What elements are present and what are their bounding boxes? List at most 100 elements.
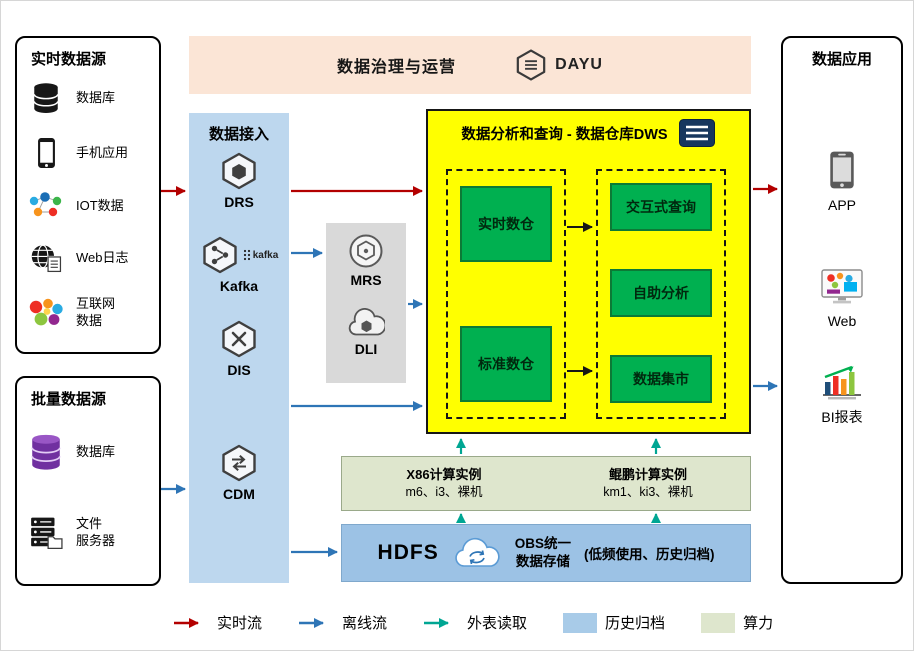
red-arrow-icon (174, 617, 199, 628)
source-item-iot: IOT数据 (25, 192, 155, 220)
source-label: 手机应用 (76, 144, 129, 160)
processing-label: MRS (350, 272, 382, 288)
batch-sources-list: 数据库 文件 服务器 (17, 409, 159, 581)
warehouse-group: 实时数仓 标准数仓 (446, 169, 566, 419)
service-self-analysis: 自助分析 (610, 269, 712, 317)
legend-archive: 历史归档 (563, 612, 665, 633)
ingestion-label: CDM (223, 486, 255, 502)
legend-label: 算力 (743, 615, 774, 632)
source-item-mobile-app: 手机应用 (25, 137, 155, 169)
dws-document-icon (678, 119, 715, 147)
cdm-icon (219, 443, 259, 483)
kafka-wordmark-text: kafka (252, 249, 279, 261)
ingestion-item-dis: DIS (189, 319, 289, 378)
dli-icon (347, 308, 385, 338)
warehouse-realtime: 实时数仓 (460, 186, 552, 262)
compute-swatch (701, 612, 736, 633)
storage-strip: HDFS OBS统一 数据存储 (低频使用、历史归档) (341, 524, 751, 582)
kafka-icon: kafka (200, 235, 279, 275)
drs-icon (219, 151, 259, 191)
web-log-icon (25, 243, 67, 273)
x86-models: m6、i3、裸机 (405, 484, 483, 499)
legend-label: 实时流 (217, 615, 263, 632)
x86-title: X86计算实例 (406, 466, 482, 482)
source-item-internet-data: 互联网 数据 (25, 296, 155, 330)
dis-icon (219, 319, 259, 359)
source-label: 文件 服务器 (76, 516, 116, 548)
ingestion-item-drs: DRS (189, 151, 289, 210)
realtime-sources-list: 数据库 手机应用 (17, 69, 159, 349)
archive-swatch (563, 612, 598, 633)
application-item-web: Web (783, 268, 901, 329)
obs-note: (低频使用、历史归档) (583, 547, 715, 562)
file-server-icon (25, 516, 67, 550)
service-group: 交互式查询 自助分析 数据集市 (596, 169, 726, 419)
legend: 实时流 离线流 外表读取 历史归档 算力 (173, 612, 773, 633)
application-label: Web (827, 313, 857, 329)
applications-title: 数据应用 (811, 51, 872, 68)
iot-icon (25, 192, 67, 220)
application-label: APP (827, 197, 856, 213)
legend-external-read: 外表读取 (423, 612, 527, 633)
dayu-icon (516, 49, 546, 81)
processing-item-dli: DLI (326, 308, 406, 357)
data-ingestion-panel: 数据接入 DRS (189, 113, 289, 583)
kafka-wordmark: kafka (243, 249, 279, 261)
processing-panel: MRS DLI (326, 223, 406, 383)
kafka-dots-icon (243, 249, 250, 261)
database-purple-icon (25, 434, 67, 470)
service-data-mart: 数据集市 (610, 355, 712, 403)
internet-data-icon (25, 298, 67, 328)
bi-chart-icon (820, 364, 864, 400)
kunpeng-compute: 鲲鹏计算实例 km1、ki3、裸机 (546, 457, 750, 510)
source-label: Web日志 (76, 249, 129, 265)
warehouse-standard: 标准数仓 (460, 326, 552, 402)
governance-banner: 数据治理与运营 DAYU (189, 36, 751, 94)
app-phone-icon (829, 150, 855, 190)
kunpeng-title: 鲲鹏计算实例 (608, 466, 687, 482)
phone-icon (25, 137, 67, 169)
ingestion-label: DRS (224, 194, 254, 210)
source-item-file-server: 文件 服务器 (25, 516, 155, 550)
source-item-database-batch: 数据库 (25, 434, 155, 470)
dayu-label: DAYU (555, 56, 603, 73)
dws-title-row: 数据分析和查询 - 数据仓库DWS (428, 111, 749, 148)
source-item-database: 数据库 (25, 82, 155, 114)
applications-panel: 数据应用 APP (781, 36, 903, 584)
ingestion-label: DIS (227, 362, 251, 378)
legend-label: 外表读取 (467, 615, 528, 632)
application-item-bi: BI报表 (783, 364, 901, 427)
legend-label: 历史归档 (605, 615, 666, 632)
source-label: 数据库 (76, 89, 116, 105)
dws-panel: 数据分析和查询 - 数据仓库DWS 实时数仓 标准数仓 交互式查询 自助分析 数… (426, 109, 751, 434)
processing-item-mrs: MRS (326, 233, 406, 288)
obs-cloud-icon (454, 537, 500, 567)
mrs-icon (348, 233, 384, 269)
data-ingestion-title: 数据接入 (208, 126, 269, 143)
application-item-app: APP (783, 150, 901, 213)
web-monitor-icon (820, 268, 864, 306)
batch-sources-title: 批量数据源 (31, 391, 107, 408)
kunpeng-models: km1、ki3、裸机 (603, 484, 693, 499)
database-icon (25, 82, 67, 114)
batch-sources-panel: 批量数据源 数据库 (15, 376, 161, 586)
blue-arrow-icon (299, 617, 325, 628)
service-interactive-query: 交互式查询 (610, 183, 712, 231)
legend-label: 离线流 (342, 615, 388, 632)
application-label: BI报表 (821, 409, 863, 425)
processing-label: DLI (354, 341, 378, 357)
source-label: 互联网 数据 (76, 295, 116, 328)
ingestion-label: Kafka (219, 278, 259, 294)
x86-compute: X86计算实例 m6、i3、裸机 (342, 457, 546, 510)
dayu-brand: DAYU (514, 48, 603, 82)
legend-realtime-flow: 实时流 (173, 612, 262, 633)
teal-arrow-icon (424, 617, 450, 628)
obs-title: OBS统一 数据存储 (514, 536, 571, 569)
governance-title: 数据治理与运营 (337, 59, 457, 76)
realtime-sources-title: 实时数据源 (31, 51, 107, 68)
source-item-web-log: Web日志 (25, 243, 155, 273)
hdfs-label: HDFS (377, 541, 439, 564)
legend-compute: 算力 (701, 612, 773, 633)
realtime-sources-panel: 实时数据源 数据库 (15, 36, 161, 354)
